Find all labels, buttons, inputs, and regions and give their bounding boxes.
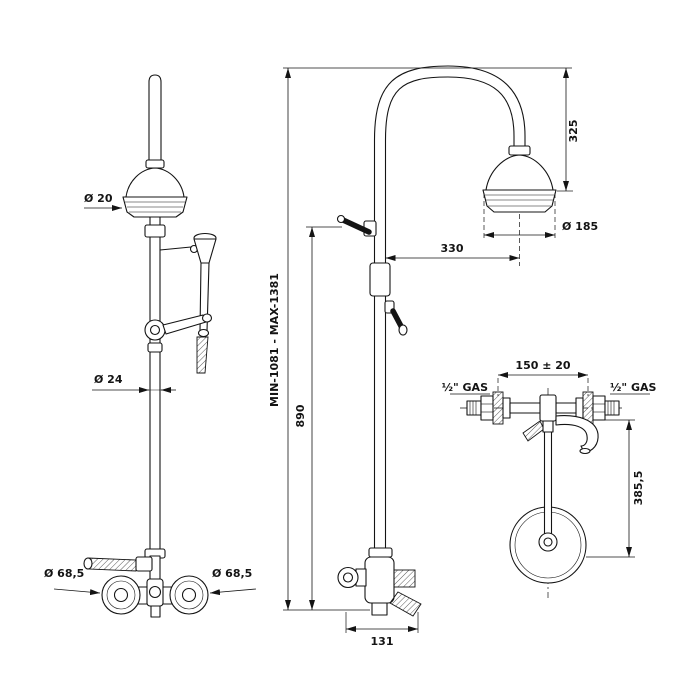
side-view: 325 Ø 185 330 MIN-1081 - MAX-1381 890 13… (268, 65, 598, 648)
arm-outer (373, 65, 526, 149)
side-dimensions: 325 Ø 185 330 MIN-1081 - MAX-1381 890 13… (268, 67, 598, 648)
dim-label-left-rosette: Ø 68,5 (44, 567, 84, 580)
dim-label-right-rosette: Ø 68,5 (212, 567, 252, 580)
dim-label-arm-reach: 330 (441, 242, 464, 255)
connection-dimensions: 150 ± 20 ½" GAS ½" GAS 385,5 (442, 359, 656, 558)
front-shower-head (122, 167, 188, 218)
front-head-collar (145, 159, 165, 169)
front-top-tube (148, 74, 162, 162)
dim-label-valve-depth: 131 (371, 635, 394, 648)
front-slider-bracket (144, 313, 213, 353)
dim-label-right-thread: ½" GAS (610, 381, 656, 394)
front-riser-pipe (149, 216, 161, 557)
telescopic-sleeve (369, 262, 391, 297)
dim-label-left-thread: ½" GAS (442, 381, 488, 394)
arm-inner (384, 76, 515, 149)
dim-label-overall-height: MIN-1081 - MAX-1381 (268, 273, 281, 407)
front-dimensions: Ø 20 Ø 24 Ø 68,5 Ø 68,5 (44, 192, 257, 596)
center-outlet (509, 394, 599, 584)
front-view: Ø 20 Ø 24 Ø 68,5 Ø 68,5 (44, 74, 257, 618)
side-shower-head (482, 145, 557, 213)
shower-bracket (522, 420, 545, 442)
dim-label-head-connector: Ø 20 (84, 192, 113, 205)
hand-shower-hose (196, 336, 209, 374)
dim-label-arm-drop: 325 (567, 120, 580, 143)
connection-detail-view: 150 ± 20 ½" GAS ½" GAS 385,5 (442, 359, 656, 598)
diverter-knob (384, 300, 408, 336)
dim-label-outlet-drop: 385,5 (632, 471, 645, 506)
side-wall-valve (337, 547, 422, 617)
dim-label-riser-diameter: Ø 24 (94, 373, 123, 386)
left-wall-union (466, 391, 542, 425)
tub-spout (555, 415, 599, 453)
dim-label-supply-centers: 150 ± 20 (515, 359, 570, 372)
drop-pipe (543, 431, 553, 539)
dim-label-riser-height: 890 (294, 404, 307, 427)
front-upper-sleeve (144, 224, 166, 238)
right-wall-union (555, 391, 620, 425)
side-slider-bracket (336, 214, 377, 237)
front-wall-mixer (83, 548, 209, 618)
hand-shower (159, 232, 217, 374)
dim-label-head-diameter: Ø 185 (562, 220, 598, 233)
mixer-lever (87, 557, 137, 572)
